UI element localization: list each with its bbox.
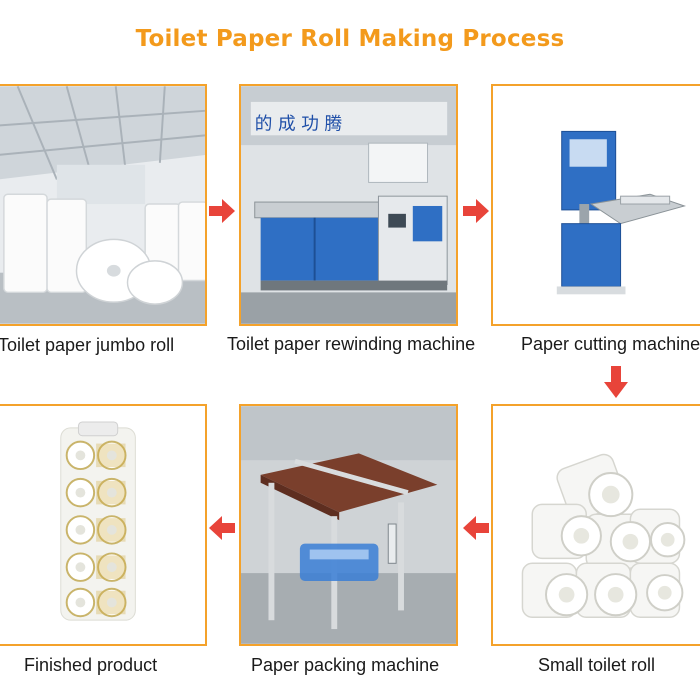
step-jumbo-roll-photo [0,84,207,326]
jumbo-roll-illustration [0,86,205,324]
step-finished-product-photo [0,404,207,646]
finished-product-illustration [0,406,205,644]
step-label-packing-machine: Paper packing machine [251,655,440,675]
step-label-cutting-machine: Paper cutting machine [521,334,700,354]
page-title: Toilet Paper Roll Making Process [135,26,565,52]
rewinding-machine-illustration: 的 成 功 腾 [241,86,456,324]
step-label-rewinding-machine: Toilet paper rewinding machine [227,334,476,354]
small-rolls-illustration [493,406,700,644]
arrow-right-icon [463,199,489,223]
step-label-finished-product: Finished product [24,655,158,675]
step-small-roll-photo [491,404,700,646]
step-label-jumbo-roll: Toilet paper jumbo roll [0,335,175,355]
step-cutting-machine-photo [491,84,700,326]
arrow-left-icon [463,516,489,540]
packing-machine-illustration [241,406,456,644]
step-label-small-roll: Small toilet roll [538,655,656,675]
step-rewinding-machine-photo: 的 成 功 腾 [239,84,458,326]
step-packing-machine-photo [239,404,458,646]
factory-sign-text: 的 成 功 腾 [255,113,343,134]
arrow-left-icon [209,516,235,540]
arrow-down-icon [604,366,628,398]
arrow-right-icon [209,199,235,223]
cutting-machine-illustration [493,86,700,324]
